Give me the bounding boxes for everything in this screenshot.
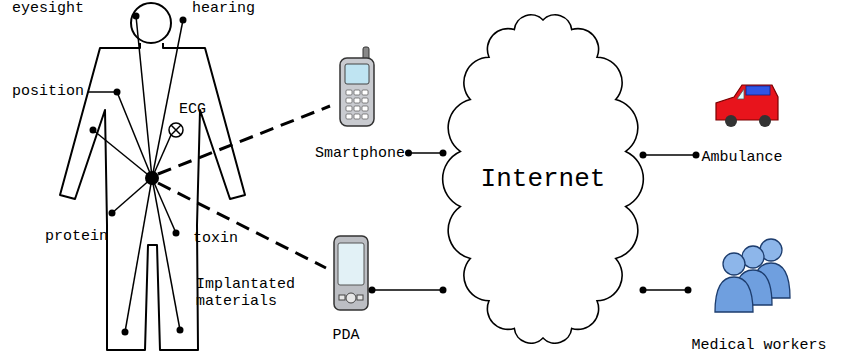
sensor-dot xyxy=(180,17,187,24)
cloud-outline xyxy=(443,15,644,343)
wireless-link xyxy=(158,183,326,268)
car-body xyxy=(716,85,778,120)
sensor-dot xyxy=(109,210,116,217)
person-icon xyxy=(715,253,753,312)
sensor-line xyxy=(88,91,117,93)
sensor-line xyxy=(152,178,176,233)
wheel xyxy=(759,115,771,127)
node-label: Internet xyxy=(481,164,606,194)
link-endpoint xyxy=(440,287,447,294)
sensor-dot xyxy=(114,89,121,96)
sensor-line xyxy=(152,20,183,178)
pda-node: PDA xyxy=(320,232,372,344)
key xyxy=(346,98,352,103)
pda-button xyxy=(339,295,345,300)
sensor-label: position xyxy=(12,83,84,100)
ecg-sensor xyxy=(169,123,183,137)
person-body xyxy=(715,277,753,312)
ecg-sensor xyxy=(169,123,183,137)
wireless-link xyxy=(158,106,330,268)
key xyxy=(346,90,352,95)
car-window xyxy=(737,89,744,99)
sensor-line xyxy=(117,92,152,178)
network-link xyxy=(372,289,443,291)
ambulance-node: Ambulance xyxy=(696,78,788,166)
sensor-dot xyxy=(133,13,140,20)
pda-button xyxy=(346,293,356,303)
sensor-label: hearing xyxy=(192,0,255,17)
network-link xyxy=(643,289,688,291)
key xyxy=(354,114,360,119)
key xyxy=(354,106,360,111)
key xyxy=(362,106,368,111)
key xyxy=(346,106,352,111)
sensor-line xyxy=(136,16,152,178)
smartphone-node: Smartphone xyxy=(312,45,409,162)
key xyxy=(362,98,368,103)
key xyxy=(354,90,360,95)
internet-cloud: Internet xyxy=(443,4,643,354)
sensor-line xyxy=(125,178,152,332)
sensor-label: eyesight xyxy=(12,0,84,17)
sensor-line xyxy=(93,130,152,178)
keypad xyxy=(346,90,368,119)
link-endpoint xyxy=(440,150,447,157)
link-endpoint xyxy=(693,152,700,159)
sensor-line xyxy=(88,16,183,332)
link-endpoint xyxy=(640,287,647,294)
pda-body xyxy=(334,236,368,310)
network-link xyxy=(409,152,444,154)
key xyxy=(354,98,360,103)
sensor-line xyxy=(152,178,180,330)
medical-workers-icon xyxy=(715,239,790,312)
hub-node xyxy=(145,171,159,185)
sensor-label: toxin xyxy=(193,230,238,247)
person-head xyxy=(723,253,745,275)
node-label: Ambulance xyxy=(701,149,782,166)
sensor-line xyxy=(152,135,171,178)
link-endpoint xyxy=(685,287,692,294)
phone-screen xyxy=(345,64,369,84)
phone-body xyxy=(340,58,374,126)
sensor-line xyxy=(112,178,152,213)
sensor-label: ECG xyxy=(179,101,206,118)
sensor-dot xyxy=(177,327,184,334)
key xyxy=(362,90,368,95)
key xyxy=(362,114,368,119)
ecg-sensor xyxy=(171,125,181,135)
ambulance-icon xyxy=(716,85,778,127)
pda-screen xyxy=(338,243,364,285)
link-endpoint xyxy=(369,287,376,294)
sensor-label: Implantated materials xyxy=(196,276,308,310)
key xyxy=(346,114,352,119)
sensor-dot xyxy=(90,13,187,336)
link-endpoint xyxy=(640,152,647,159)
ecg-sensor xyxy=(171,125,181,135)
pda-button xyxy=(357,295,363,300)
node-label: Medical workers xyxy=(691,337,826,354)
sensor-dot xyxy=(173,230,180,237)
pda-icon xyxy=(334,236,368,310)
smartphone-icon xyxy=(340,47,374,126)
node-label: Smartphone xyxy=(315,145,405,162)
wheel xyxy=(725,115,737,127)
link-endpoint xyxy=(405,150,412,157)
network-link xyxy=(643,154,696,156)
sensor-dot xyxy=(122,329,129,336)
medical-workers-node: Medical workers xyxy=(688,232,830,354)
node-label: PDA xyxy=(332,327,359,344)
sensor-dot xyxy=(90,127,97,134)
car-stripe xyxy=(746,86,770,95)
sensor-label: protein xyxy=(45,228,108,245)
